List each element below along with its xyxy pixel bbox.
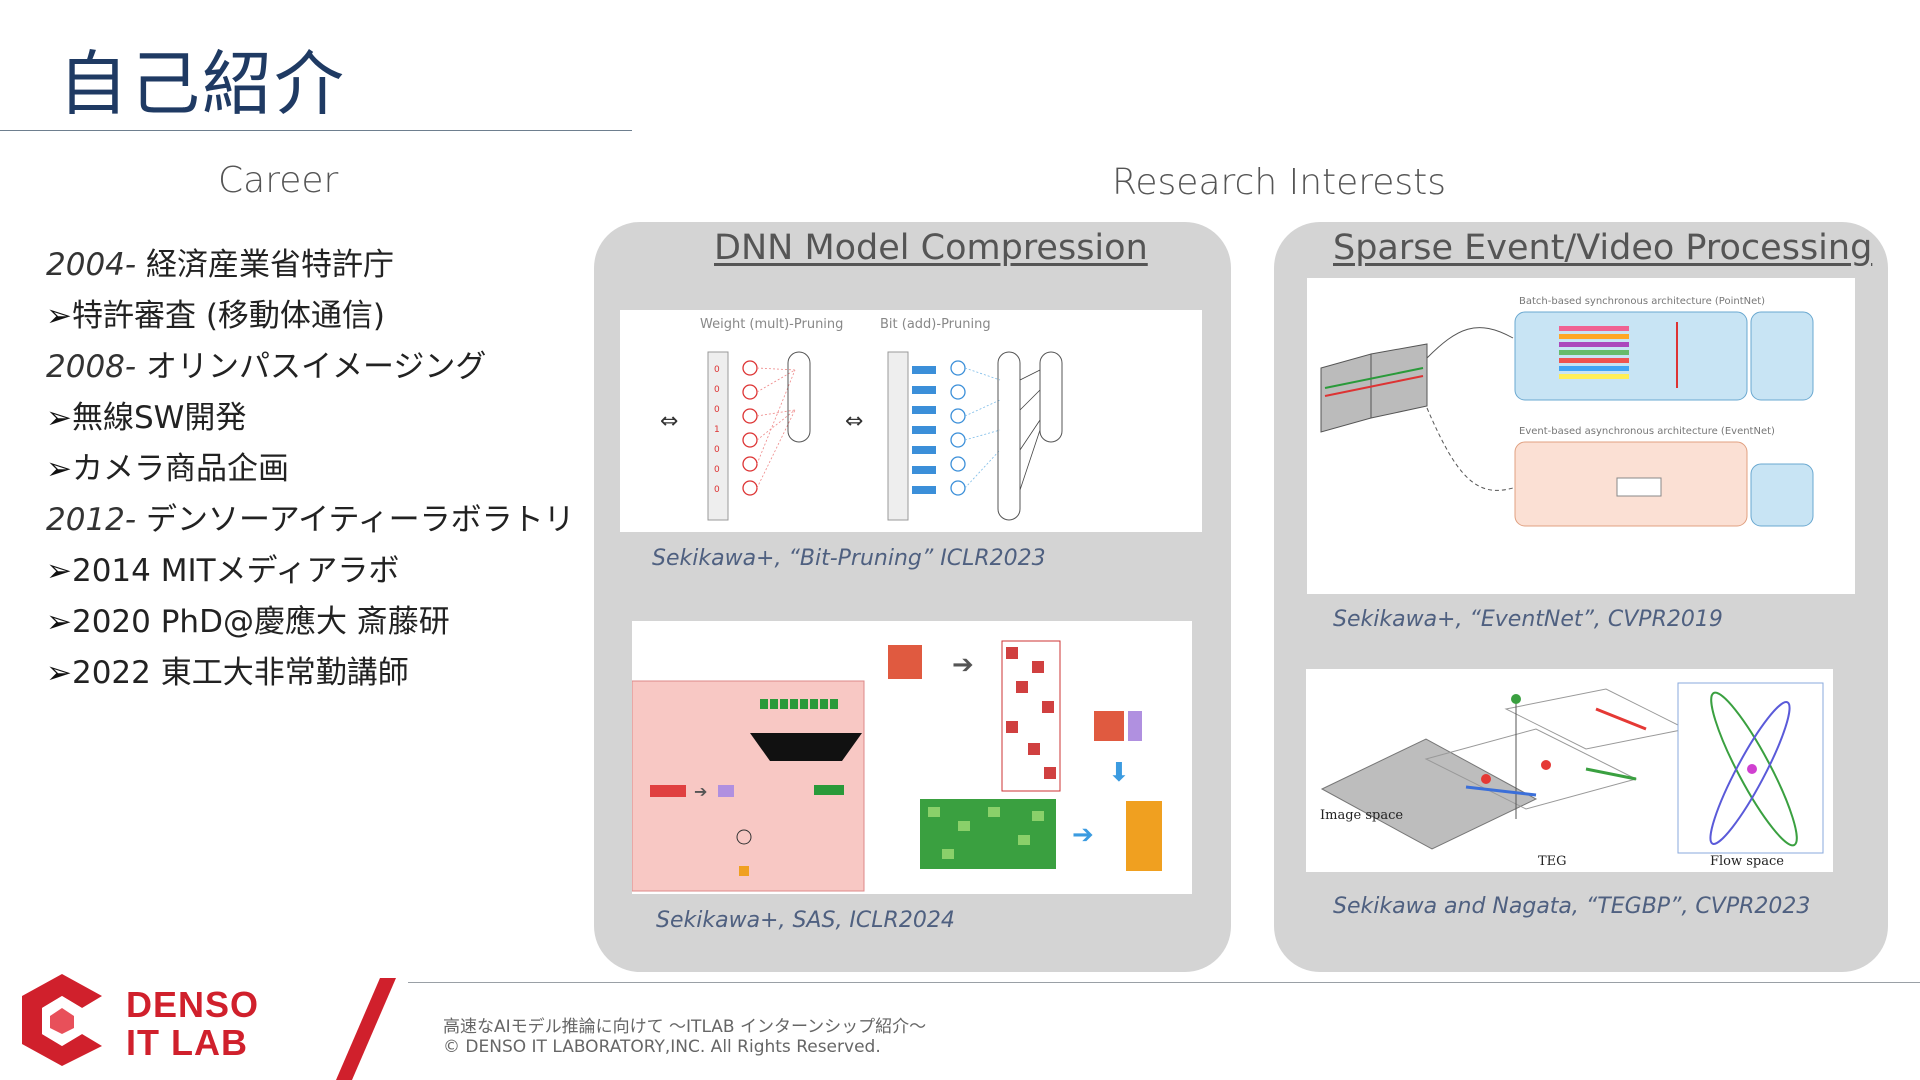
svg-text:➔: ➔ xyxy=(952,650,974,680)
svg-text:➔: ➔ xyxy=(1072,820,1094,850)
tegbp-flow-space-label: Flow space xyxy=(1710,854,1784,869)
svg-text:⇔: ⇔ xyxy=(660,409,678,434)
footer-subtitle: 高速なAIモデル推論に向けて 〜ITLAB インターンシップ紹介〜 xyxy=(443,1017,927,1037)
eventnet-event-label: Event-based asynchronous architecture (E… xyxy=(1519,426,1775,437)
career-item: ➢カメラ商品企画 xyxy=(46,451,289,487)
page-title: 自己紹介 xyxy=(58,43,346,125)
weight-pruning-label: Weight (mult)-Pruning xyxy=(700,317,843,332)
eventnet-caption: Sekikawa+, “EventNet”, CVPR2019 xyxy=(1333,607,1723,632)
denso-logo-line1: DENSO xyxy=(126,984,260,1025)
bit-pruning-diagram: Weight (mult)-Pruning Bit (add)-Pruning … xyxy=(660,317,1063,521)
career-item: 2012- デンソーアイティーラボラトリ xyxy=(46,502,575,538)
tegbp-image-space-label: Image space xyxy=(1320,808,1403,823)
eventnet-diagram: Batch-based synchronous architecture (Po… xyxy=(1320,296,1814,527)
svg-text:0: 0 xyxy=(714,445,720,455)
tegbp-teg-label: TEG xyxy=(1538,854,1567,869)
footer-divider xyxy=(408,982,1920,983)
career-heading: Career xyxy=(218,160,339,201)
bit-pruning-caption: Sekikawa+, “Bit-Pruning” ICLR2023 xyxy=(652,546,1046,571)
title-underline xyxy=(0,130,632,131)
research-heading: Research Interests xyxy=(1112,162,1447,203)
svg-text:0: 0 xyxy=(714,385,720,395)
bit-pruning-figure: Weight (mult)-Pruning Bit (add)-Pruning … xyxy=(620,310,1202,532)
denso-logo-mark-icon xyxy=(22,974,102,1066)
sas-diagram: ➔ ➔ ⬇ ➔ xyxy=(632,640,1162,892)
svg-text:1: 1 xyxy=(714,425,720,435)
career-item: 2008- オリンパスイメージング xyxy=(46,349,487,385)
sas-caption: Sekikawa+, SAS, ICLR2024 xyxy=(656,908,955,933)
denso-logo-line2: IT LAB xyxy=(126,1022,248,1063)
svg-text:0: 0 xyxy=(714,485,720,495)
svg-text:➔: ➔ xyxy=(694,782,707,801)
svg-text:⬇: ⬇ xyxy=(1108,758,1130,788)
career-item: ➢2022 東工大非常勤講師 xyxy=(46,655,409,691)
career-item: ➢特許審査 (移動体通信) xyxy=(46,298,386,334)
svg-text:0: 0 xyxy=(714,405,720,415)
tegbp-figure: Image space TEG Flow space xyxy=(1306,669,1833,872)
brand-slash-icon xyxy=(336,978,396,1080)
dnn-compression-title: DNN Model Compression xyxy=(714,228,1148,268)
tegbp-diagram: Image space TEG Flow space xyxy=(1320,682,1824,869)
career-item: 2004- 経済産業省特許庁 xyxy=(46,247,394,283)
eventnet-figure: Batch-based synchronous architecture (Po… xyxy=(1307,278,1855,594)
career-item: ➢無線SW開発 xyxy=(46,400,247,436)
svg-text:0: 0 xyxy=(714,465,720,475)
svg-text:⇔: ⇔ xyxy=(845,409,863,434)
bit-pruning-label: Bit (add)-Pruning xyxy=(880,317,991,332)
career-item: ➢2014 MITメディアラボ xyxy=(46,553,400,589)
career-item: ➢2020 PhD@慶應大 斎藤研 xyxy=(46,604,450,640)
tegbp-caption: Sekikawa and Nagata, “TEGBP”, CVPR2023 xyxy=(1333,894,1811,919)
sparse-event-title: Sparse Event/Video Processing xyxy=(1333,228,1873,268)
denso-logo: DENSO IT LAB xyxy=(22,972,282,1072)
eventnet-batch-label: Batch-based synchronous architecture (Po… xyxy=(1519,296,1765,307)
career-list: 2004- 経済産業省特許庁 ➢特許審査 (移動体通信) 2008- オリンパス… xyxy=(46,240,575,699)
footer-copyright: © DENSO IT LABORATORY,INC. All Rights Re… xyxy=(443,1037,881,1057)
sas-figure: ➔ ➔ ⬇ ➔ xyxy=(632,621,1192,894)
svg-text:0: 0 xyxy=(714,365,720,375)
